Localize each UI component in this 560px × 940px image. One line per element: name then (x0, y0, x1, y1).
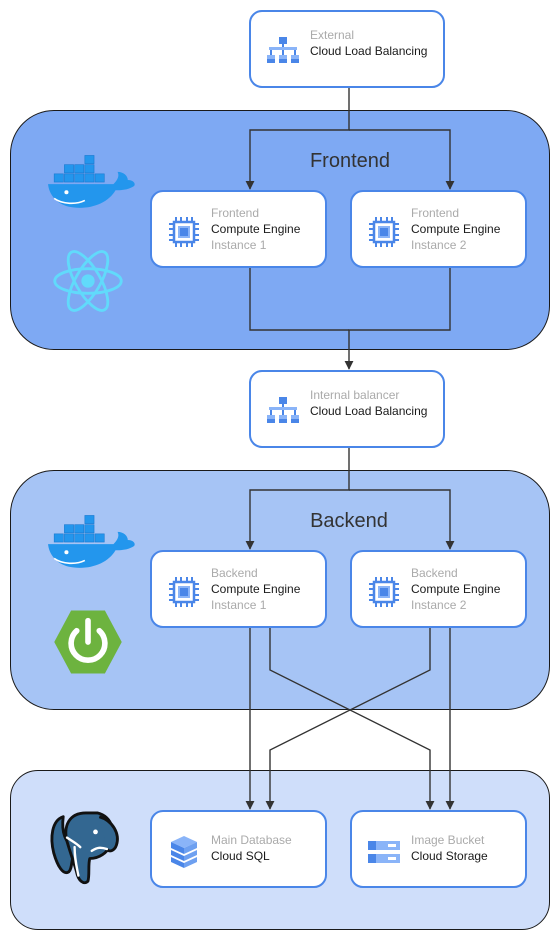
image-bucket-card[interactable]: Image Bucket Cloud Storage (350, 810, 527, 888)
backend-title: Backend (310, 510, 388, 532)
card-instance: Instance 1 (211, 598, 267, 612)
card-service: Cloud SQL (211, 849, 270, 863)
cloud-sql-icon (166, 834, 202, 870)
card-service: Compute Engine (411, 582, 501, 596)
card-label: External (310, 28, 355, 42)
card-instance: Instance 1 (211, 238, 267, 252)
load-balancer-icon (265, 34, 301, 70)
edge-be2-to-sql (265, 628, 431, 810)
compute-engine-icon (166, 574, 202, 610)
card-service: Cloud Storage (411, 849, 488, 863)
docker-logo-icon (46, 148, 138, 212)
edge-int-to-be1 (245, 448, 350, 550)
edge-fe1-to-int (249, 268, 349, 331)
load-balancer-icon (265, 394, 301, 430)
card-service: Compute Engine (411, 222, 501, 236)
cloud-storage-icon (366, 834, 402, 870)
main-database-card[interactable]: Main Database Cloud SQL (150, 810, 327, 888)
edge-int-to-be2 (349, 489, 455, 550)
card-service: Cloud Load Balancing (310, 44, 428, 58)
backend-instance-1[interactable]: Backend Compute Engine Instance 1 (150, 550, 327, 628)
frontend-instance-2[interactable]: Frontend Compute Engine Instance 2 (350, 190, 527, 268)
compute-engine-icon (366, 214, 402, 250)
card-service: Compute Engine (211, 222, 301, 236)
backend-instance-2[interactable]: Backend Compute Engine Instance 2 (350, 550, 527, 628)
card-service: Compute Engine (211, 582, 301, 596)
card-role: Frontend (211, 206, 260, 220)
card-role: Backend (211, 566, 258, 580)
external-load-balancer[interactable]: External Cloud Load Balancing (249, 10, 445, 88)
card-role: Backend (411, 566, 458, 580)
card-role: Frontend (411, 206, 460, 220)
compute-engine-icon (366, 574, 402, 610)
card-instance: Instance 2 (411, 238, 467, 252)
edge-ext-to-fe1 (245, 88, 350, 190)
docker-logo-icon (46, 508, 138, 572)
card-label: Image Bucket (411, 833, 485, 847)
card-service: Cloud Load Balancing (310, 404, 428, 418)
frontend-instance-1[interactable]: Frontend Compute Engine Instance 1 (150, 190, 327, 268)
spring-logo-icon (48, 606, 128, 678)
card-label: Main Database (211, 833, 292, 847)
card-instance: Instance 2 (411, 598, 467, 612)
edge-ext-to-fe2 (349, 129, 455, 190)
react-logo-icon (50, 243, 126, 319)
frontend-title: Frontend (309, 150, 391, 172)
internal-load-balancer[interactable]: Internal balancer Cloud Load Balancing (249, 370, 445, 448)
edge-fe2-to-int (344, 268, 451, 370)
compute-engine-icon (166, 214, 202, 250)
postgresql-logo-icon (48, 808, 124, 890)
card-label: Internal balancer (310, 388, 400, 402)
edge-be1-to-gcs (269, 628, 435, 810)
